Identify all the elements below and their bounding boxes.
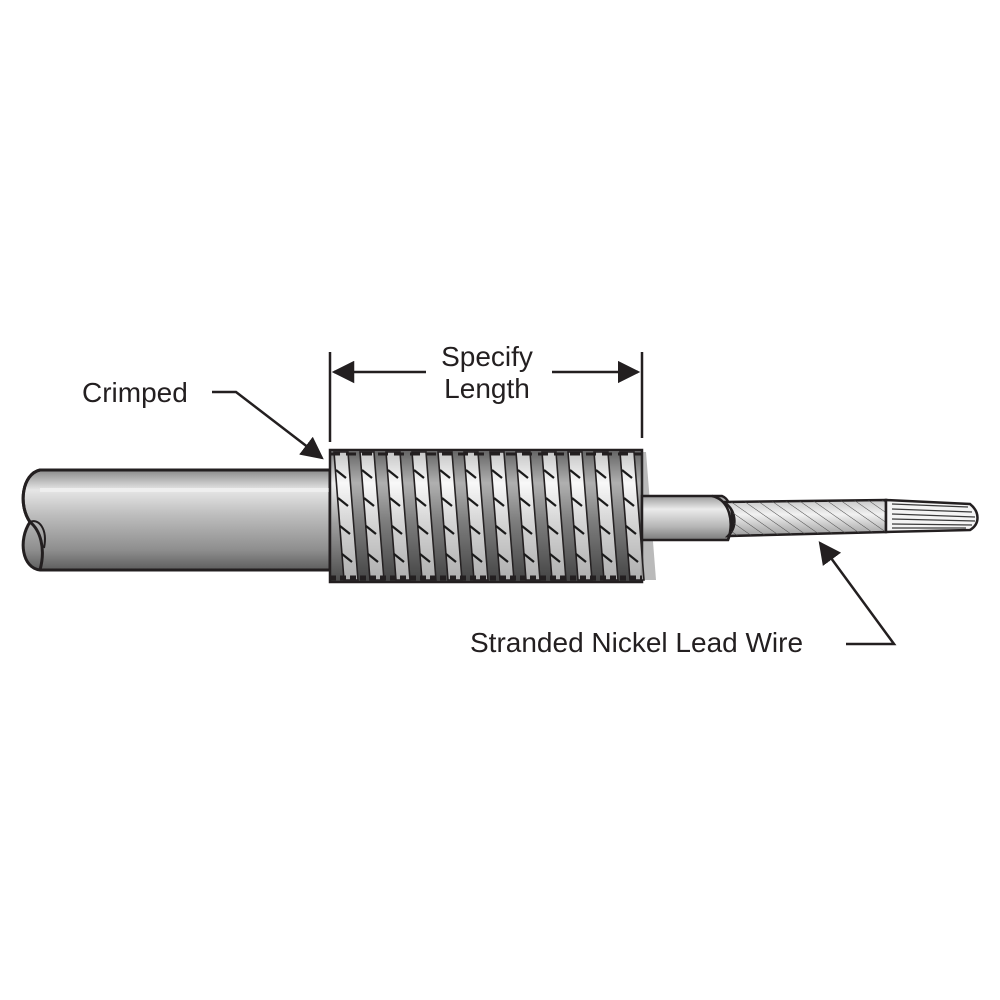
coil-texture <box>467 497 479 507</box>
coil-texture <box>545 497 557 507</box>
coil-texture <box>627 553 639 563</box>
coil-turn-shadow <box>582 452 604 580</box>
coil-texture <box>543 469 555 479</box>
lead-wire-leader <box>818 541 897 646</box>
lead-wire-callout: Stranded Nickel Lead Wire <box>470 541 897 658</box>
coil-texture <box>389 497 401 507</box>
coil-texture <box>415 497 427 507</box>
coil-texture <box>571 497 583 507</box>
coil-texture <box>445 553 457 563</box>
coil-texture <box>523 553 535 563</box>
coil-texture <box>341 553 353 563</box>
coil-texture <box>497 553 509 563</box>
coil-texture <box>337 497 349 507</box>
coil-texture <box>339 525 351 535</box>
coil-texture <box>599 525 611 535</box>
coil-texture <box>601 553 613 563</box>
coil-texture <box>367 553 379 563</box>
crimped-leader <box>212 390 324 460</box>
coil-texture <box>469 525 481 535</box>
coil-texture <box>335 469 347 479</box>
coil-texture <box>493 497 505 507</box>
coil-texture <box>443 525 455 535</box>
coil-turn-shadow <box>426 452 448 580</box>
coil-texture <box>465 469 477 479</box>
lead-insulation <box>640 494 734 542</box>
coil-turn-shadow <box>478 452 500 580</box>
crimped-label: Crimped <box>82 377 188 408</box>
coil-texture <box>597 497 609 507</box>
stranded-lead-wire <box>719 498 979 538</box>
coil-texture <box>365 525 377 535</box>
coil-texture <box>491 469 503 479</box>
coil-texture <box>575 553 587 563</box>
coil-turn-shadow <box>374 452 396 580</box>
coil-texture <box>625 525 637 535</box>
coil-turn <box>463 451 489 581</box>
lead-wire-label: Stranded Nickel Lead Wire <box>470 627 803 658</box>
coil-turn <box>333 451 359 581</box>
coil-texture <box>569 469 581 479</box>
coil-turn-shadow <box>556 452 578 580</box>
coil-texture <box>521 525 533 535</box>
coil-turn-shadow <box>504 452 526 580</box>
coil-texture <box>623 497 635 507</box>
coil-texture <box>441 497 453 507</box>
coil-texture <box>393 553 405 563</box>
specify-length-dimension: Specify Length <box>328 341 644 442</box>
coil-texture <box>549 553 561 563</box>
coil-texture <box>471 553 483 563</box>
crimped-coil <box>328 448 656 584</box>
coil-turn-shadow <box>608 452 630 580</box>
coil-turn-shadow <box>400 452 422 580</box>
coil-texture <box>417 525 429 535</box>
coil-texture <box>439 469 451 479</box>
specify-label: Specify <box>441 341 533 372</box>
coil-texture <box>413 469 425 479</box>
coil-turn-shadow <box>530 452 552 580</box>
coil-texture <box>363 497 375 507</box>
crimped-callout: Crimped <box>82 377 324 460</box>
coil-texture <box>495 525 507 535</box>
coil-texture <box>595 469 607 479</box>
length-label: Length <box>444 373 530 404</box>
coil-turn-shadow <box>348 452 370 580</box>
coil-texture <box>547 525 559 535</box>
coil-texture <box>519 497 531 507</box>
coil-turn <box>619 451 645 581</box>
coil-turn <box>593 451 619 581</box>
coil-texture <box>517 469 529 479</box>
coil-turn-shadow <box>452 452 474 580</box>
heater-sheath <box>21 468 332 572</box>
coil-turns <box>333 451 656 581</box>
coil-texture <box>621 469 633 479</box>
coil-texture <box>391 525 403 535</box>
coil-texture <box>387 469 399 479</box>
coil-texture <box>573 525 585 535</box>
coil-texture <box>361 469 373 479</box>
coil-texture <box>419 553 431 563</box>
